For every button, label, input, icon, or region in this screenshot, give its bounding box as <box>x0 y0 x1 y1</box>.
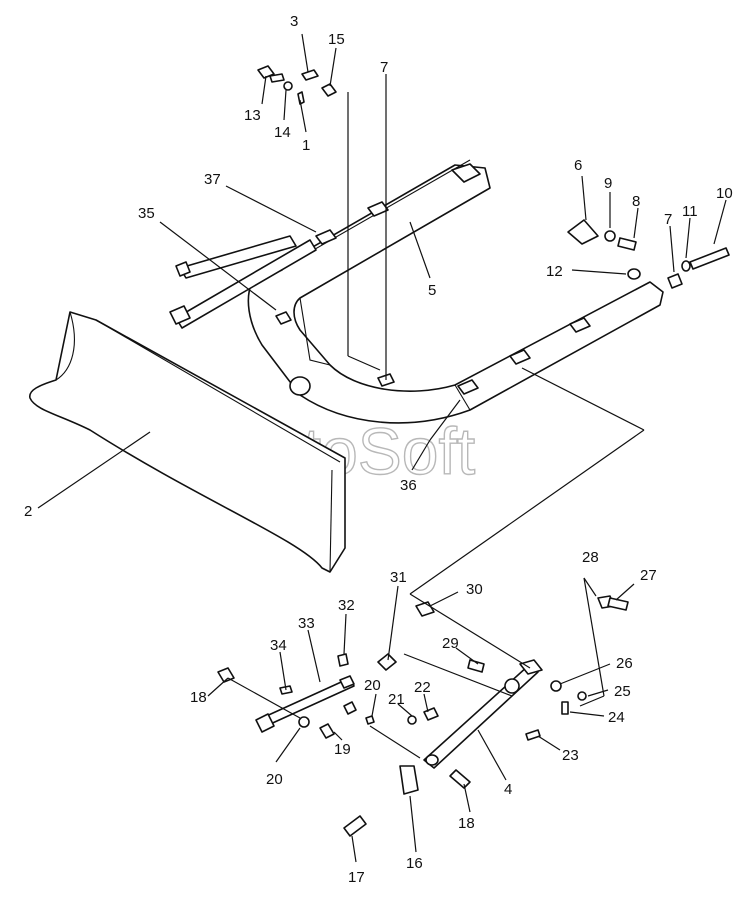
callout-17: 17 <box>348 869 365 886</box>
brace-arms <box>169 235 317 329</box>
callout-22: 22 <box>414 679 431 696</box>
callout-10: 10 <box>716 185 733 202</box>
callout-1: 1 <box>302 137 310 154</box>
leader-lines <box>37 33 727 863</box>
lower-assembly <box>217 595 629 837</box>
u-frame <box>247 159 664 424</box>
callout-18b: 18 <box>458 815 475 832</box>
callout-26: 26 <box>616 655 633 672</box>
callout-13: 13 <box>244 107 261 124</box>
callout-20b: 20 <box>266 771 283 788</box>
callout-12: 12 <box>546 263 563 280</box>
callout-23: 23 <box>562 747 579 764</box>
callout-28: 28 <box>582 549 599 566</box>
callout-9: 9 <box>604 175 612 192</box>
callout-8: 8 <box>632 193 640 210</box>
callout-2: 2 <box>24 503 32 520</box>
dozer-blade <box>29 311 346 573</box>
callout-18a: 18 <box>190 689 207 706</box>
callout-33: 33 <box>298 615 315 632</box>
callout-36: 36 <box>400 477 417 494</box>
right-hardware <box>567 219 730 289</box>
callout-21: 21 <box>388 691 405 708</box>
callout-14: 14 <box>274 124 291 141</box>
callout-29: 29 <box>442 635 459 652</box>
top-hardware <box>257 65 337 105</box>
callout-30: 30 <box>466 581 483 598</box>
callout-24: 24 <box>608 709 625 726</box>
callout-15: 15 <box>328 31 345 48</box>
callout-11: 11 <box>682 203 698 220</box>
callout-3: 3 <box>290 13 298 30</box>
callout-31: 31 <box>390 569 407 586</box>
callout-27: 27 <box>640 567 657 584</box>
callout-5: 5 <box>428 282 436 299</box>
callout-labels: 3 15 13 14 1 7 37 35 5 6 9 8 10 7 11 12 … <box>24 13 733 886</box>
callout-7b: 7 <box>664 211 672 228</box>
callout-16: 16 <box>406 855 423 872</box>
callout-4: 4 <box>504 781 512 798</box>
callout-32: 32 <box>338 597 355 614</box>
callout-20a: 20 <box>364 677 381 694</box>
callout-6: 6 <box>574 157 582 174</box>
callout-34: 34 <box>270 637 287 654</box>
callout-19: 19 <box>334 741 351 758</box>
callout-35: 35 <box>138 205 155 222</box>
callout-37: 37 <box>204 171 221 188</box>
callout-7a: 7 <box>380 59 388 76</box>
callout-25: 25 <box>614 683 631 700</box>
